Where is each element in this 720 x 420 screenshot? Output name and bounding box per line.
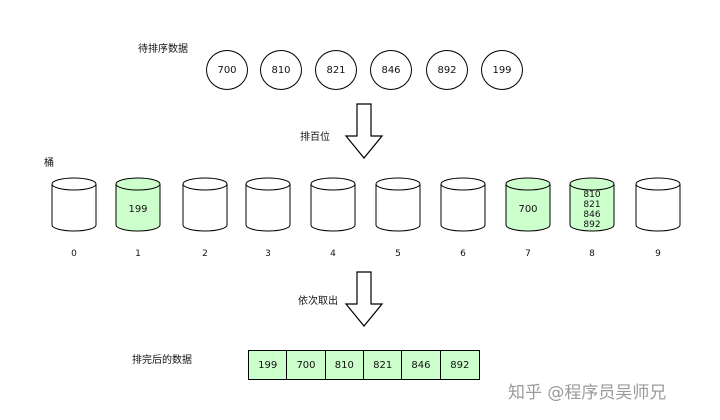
bucket-item: 821 xyxy=(583,200,601,210)
cylinder-shape xyxy=(505,177,551,232)
bucket-index-5: 5 xyxy=(395,249,401,259)
watermark-text: 知乎 @程序员吴师兄 xyxy=(508,383,667,403)
cylinder-shape xyxy=(115,177,161,232)
bucket-index-9: 9 xyxy=(655,249,661,259)
bucket-index-6: 6 xyxy=(460,249,466,259)
bucket-2 xyxy=(182,176,228,233)
bucket-7-contents: 700 xyxy=(505,190,551,230)
cylinder-shape xyxy=(569,177,615,232)
bucket-item: 810 xyxy=(583,190,601,200)
output-cell: 846 xyxy=(402,351,441,379)
bucket-1: 199 xyxy=(115,176,161,233)
down-arrow-icon xyxy=(344,103,384,159)
bucket-item: 846 xyxy=(583,210,601,220)
bucket-7: 700 xyxy=(505,176,551,233)
bucket-index-2: 2 xyxy=(202,249,208,259)
bucket-index-8: 8 xyxy=(589,249,595,259)
bucket-index-0: 0 xyxy=(71,249,77,259)
output-cell: 199 xyxy=(249,351,288,379)
bucket-5 xyxy=(375,176,421,233)
bucket-item: 892 xyxy=(583,220,601,230)
down-arrow-icon xyxy=(344,271,384,327)
cylinder-shape xyxy=(51,177,97,232)
bucket-item: 199 xyxy=(128,204,148,215)
output-cell: 892 xyxy=(440,351,479,379)
cylinder-shape xyxy=(635,177,681,232)
bucket-3 xyxy=(245,176,291,233)
cylinder-shape xyxy=(440,177,486,232)
bucket-8-contents: 810 821 846 892 xyxy=(569,190,615,230)
step-hundreds-label: 排百位 xyxy=(300,132,330,143)
input-value-700: 700 xyxy=(206,50,248,90)
bucket-4 xyxy=(310,176,356,233)
output-label: 排完后的数据 xyxy=(132,355,192,366)
step-collect-label: 依次取出 xyxy=(298,296,338,307)
input-value-199: 199 xyxy=(481,50,523,90)
bucket-8: 810 821 846 892 xyxy=(569,176,615,233)
input-label: 待排序数据 xyxy=(138,44,188,55)
cylinder-shape xyxy=(310,177,356,232)
bucket-item: 700 xyxy=(518,204,538,215)
output-cell: 810 xyxy=(325,351,364,379)
output-cell: 700 xyxy=(287,351,326,379)
output-cell: 821 xyxy=(363,351,403,379)
cylinder-shape xyxy=(375,177,421,232)
input-value-892: 892 xyxy=(426,50,468,90)
bucket-index-1: 1 xyxy=(135,249,141,259)
input-value-846: 846 xyxy=(370,50,412,90)
bucket-index-4: 4 xyxy=(330,249,336,259)
bucket-0 xyxy=(51,176,97,233)
input-value-821: 821 xyxy=(315,50,357,90)
cylinder-shape xyxy=(245,177,291,232)
sorted-output-row: 199 700 810 821 846 892 xyxy=(248,350,480,380)
bucket-6 xyxy=(440,176,486,233)
input-value-810: 810 xyxy=(260,50,302,90)
bucket-index-3: 3 xyxy=(265,249,271,259)
bucket-index-7: 7 xyxy=(525,249,531,259)
cylinder-shape xyxy=(182,177,228,232)
bucket-9 xyxy=(635,176,681,233)
buckets-label: 桶 xyxy=(44,158,54,169)
bucket-1-contents: 199 xyxy=(115,190,161,230)
